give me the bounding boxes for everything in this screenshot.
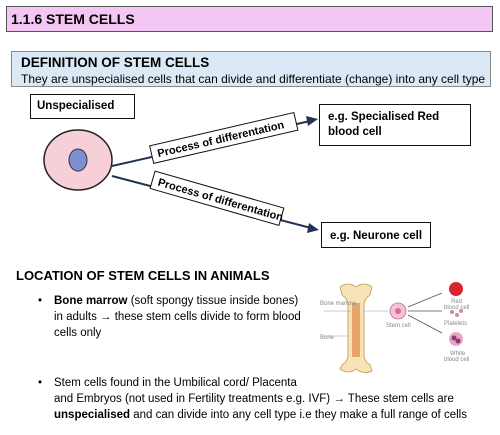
red-label-2: blood cell xyxy=(444,305,469,311)
red-label-1: Red xyxy=(451,299,462,305)
bullet2-line1: Stem cells found in the Umbilical cord/ … xyxy=(54,377,297,389)
arrow-icon: → xyxy=(100,311,112,323)
location-heading: LOCATION OF STEM CELLS IN ANIMALS xyxy=(16,268,270,283)
lower-arrow-head xyxy=(307,223,319,233)
bullet-umbilical: • Stem cells found in the Umbilical cord… xyxy=(38,375,498,423)
neurone-label: e.g. Neurone cell xyxy=(330,230,423,242)
upper-label-box xyxy=(149,111,299,164)
bullet-dot: • xyxy=(38,377,43,389)
definition-heading: DEFINITION OF STEM CELLS xyxy=(21,55,210,70)
bullet-bone-marrow: • Bone marrow (soft spongy tissue inside… xyxy=(38,293,303,341)
bone-marrow-label-1: Bone marrow xyxy=(320,301,356,307)
bone-label: Bone xyxy=(320,335,335,341)
white-label-2: blood cell xyxy=(444,357,469,363)
white-label-1: White xyxy=(450,351,466,357)
lower-arrow-label: Process of differentation xyxy=(156,177,284,224)
red-blood-cell-icon xyxy=(449,282,463,296)
definition-text: They are unspecialised cells that can di… xyxy=(21,72,486,86)
bullet2-line2b: These stem cells are xyxy=(344,393,454,405)
platelets-icon xyxy=(450,310,454,314)
marrow-icon xyxy=(352,303,360,357)
page-title: 1.1.6 STEM CELLS xyxy=(6,6,493,32)
definition-box: DEFINITION OF STEM CELLS They are unspec… xyxy=(11,51,491,87)
bullet1-text-b: these stem cells divide to form blood ce… xyxy=(54,311,301,339)
lower-label-box xyxy=(149,170,285,227)
unspecialised-bold: unspecialised xyxy=(54,409,131,421)
bone-marrow-diagram: Bone marrow Bone Stem cell Red blood cel… xyxy=(320,282,469,373)
arrow-icon: → xyxy=(333,393,345,405)
differentiation-diagram: Process of differentation Process of dif… xyxy=(43,111,319,233)
rbc-label-line2: blood cell xyxy=(328,126,382,138)
bullet2-line3: and can divide into any cell type i.e th… xyxy=(130,409,467,421)
bullet2-line2a: and Embryos (not used in Fertility treat… xyxy=(54,393,334,405)
bullet-dot: • xyxy=(38,295,43,307)
red-blood-cell-box: e.g. Specialised Red blood cell xyxy=(319,104,471,146)
unspecialised-box: Unspecialised xyxy=(30,94,135,119)
unspecialised-label: Unspecialised xyxy=(37,100,115,112)
neurone-box: e.g. Neurone cell xyxy=(321,222,431,248)
upper-arrow-head xyxy=(306,116,318,126)
stem-cell-label: Stem cell xyxy=(386,323,411,329)
bullet1-text-a: (soft spongy tissue inside bones) in adu… xyxy=(54,295,299,323)
bone-marrow-bold: Bone marrow xyxy=(54,295,128,307)
nucleus-icon xyxy=(68,148,88,172)
rbc-label-line1: e.g. Specialised Red xyxy=(328,111,440,123)
platelets-label: Platelets xyxy=(444,321,467,327)
